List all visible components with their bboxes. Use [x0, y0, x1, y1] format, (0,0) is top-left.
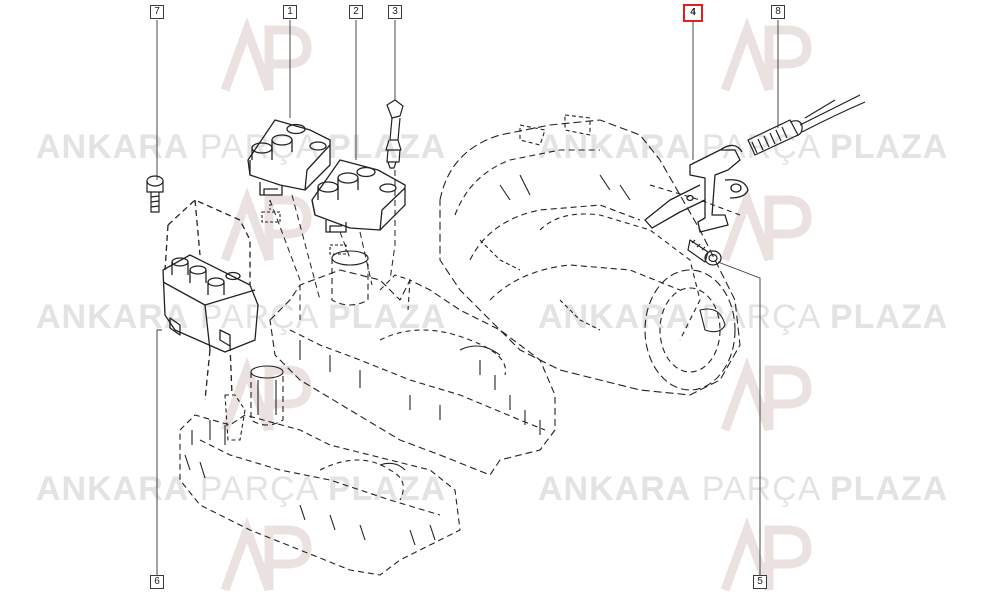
- coil-connector-middle: [329, 244, 347, 255]
- callout-3[interactable]: 3: [388, 5, 402, 19]
- callout-6[interactable]: 6: [150, 575, 164, 589]
- lower-valve-cover: [179, 394, 461, 576]
- callout-7[interactable]: 7: [150, 5, 164, 19]
- callout-1[interactable]: 1: [283, 5, 297, 19]
- ignition-coil-middle: [311, 159, 406, 233]
- watermark-logo: [225, 30, 807, 590]
- leader-lines: [156, 20, 779, 575]
- ignition-coil-upper: [247, 119, 331, 196]
- crankshaft-sensor: [644, 144, 749, 233]
- callout-8[interactable]: 8: [771, 5, 785, 19]
- coil-pack-assembly: [162, 199, 259, 401]
- alignment-lines: [269, 170, 396, 320]
- callout-4[interactable]: 4: [683, 4, 703, 22]
- spark-plug-well-lower: [250, 365, 284, 426]
- spark-plug: [385, 99, 404, 169]
- watermark-text: ANKARA PARÇA PLAZA: [538, 128, 949, 166]
- coil-mounting-bolt: [146, 175, 164, 213]
- upper-valve-cover: [269, 250, 556, 476]
- sensor-connector: [747, 94, 866, 156]
- gearbox-housing: [439, 114, 741, 396]
- callout-5[interactable]: 5: [753, 575, 767, 589]
- sensor-bolt: [687, 239, 722, 266]
- callout-2[interactable]: 2: [349, 5, 363, 19]
- watermark-text: ANKARA PARÇA PLAZA: [36, 298, 447, 336]
- watermark-text: ANKARA PARÇA PLAZA: [36, 470, 447, 508]
- watermark-text: ANKARA PARÇA PLAZA: [36, 128, 447, 166]
